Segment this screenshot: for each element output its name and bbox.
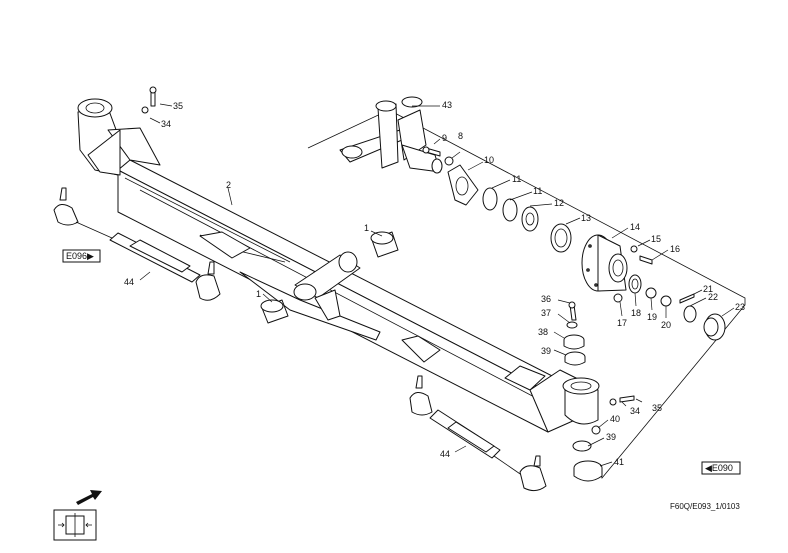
bolt-35-right	[619, 395, 635, 403]
seal-11b	[502, 198, 518, 222]
label-1-upper: 1	[364, 223, 369, 233]
thrust-bearing-39a	[564, 351, 586, 366]
washer-34-left	[141, 106, 149, 114]
label-11-lower: 11	[533, 186, 542, 196]
arrow-up-right-icon	[76, 490, 102, 505]
bearing-13	[550, 223, 572, 253]
tie-rod-upper	[53, 187, 221, 301]
label-12: 12	[554, 198, 564, 208]
thrust-bearing-39b	[572, 440, 592, 452]
washer-34-right	[609, 398, 617, 406]
cap-38	[563, 334, 585, 350]
cap-22	[683, 305, 697, 323]
label-22: 22	[708, 292, 718, 302]
bolt-9	[422, 146, 441, 157]
seal-11a	[482, 187, 498, 211]
drawing-caption: F60Q/E093_1/0103	[670, 502, 740, 511]
bolt-35-left	[149, 86, 157, 107]
washer-37	[566, 321, 578, 329]
washer-15	[630, 245, 638, 253]
washer-8	[444, 156, 454, 166]
label-2: 2	[226, 180, 231, 190]
label-35-right: 35	[652, 403, 662, 413]
label-43: 43	[442, 100, 452, 110]
axle-beam	[77, 98, 600, 433]
label-14: 14	[630, 222, 640, 232]
label-15: 15	[651, 234, 661, 244]
nut-17	[613, 293, 623, 303]
bushing-lower	[260, 299, 289, 324]
steering-knuckle	[339, 96, 443, 174]
label-13: 13	[581, 213, 591, 223]
label-34-left: 34	[161, 119, 171, 129]
label-40: 40	[610, 414, 620, 424]
label-23: 23	[735, 302, 745, 312]
part-labels: 1 1 2 8 9 10 11 11 12 13 14 15 16 17 18 …	[124, 100, 745, 467]
label-1-lower: 1	[256, 289, 261, 299]
label-21: 21	[703, 284, 713, 294]
bearing-18	[628, 274, 642, 294]
label-41: 41	[614, 457, 624, 467]
pin-21	[679, 293, 695, 304]
label-10: 10	[484, 155, 494, 165]
label-9: 9	[442, 133, 447, 143]
view-indicator-icon	[53, 509, 97, 541]
label-11-upper: 11	[512, 174, 521, 184]
tie-rod-lower	[409, 375, 547, 492]
bearing-12	[521, 206, 539, 232]
label-8: 8	[458, 131, 463, 141]
label-39-lower: 39	[606, 432, 616, 442]
bushing-41	[573, 460, 603, 482]
label-20: 20	[661, 320, 671, 330]
leader-lines	[139, 103, 735, 467]
label-35-left: 35	[173, 101, 183, 111]
label-38: 38	[538, 327, 548, 337]
label-17: 17	[617, 318, 627, 328]
label-39-upper: 39	[541, 346, 551, 356]
ref-e090-button[interactable]: ◀E090	[701, 461, 741, 475]
label-44-upper: 44	[124, 277, 134, 287]
label-18: 18	[631, 308, 641, 318]
dust-shield-10	[447, 164, 479, 206]
label-16: 16	[670, 244, 680, 254]
wheel-hub-14	[581, 234, 628, 292]
label-36: 36	[541, 294, 551, 304]
label-44-lower: 44	[440, 449, 450, 459]
washer-19	[645, 287, 657, 299]
ref-e096-button[interactable]: E096▶	[62, 249, 101, 263]
nut-20	[660, 295, 672, 307]
bushing-upper	[370, 231, 399, 258]
hub-cap-23	[703, 313, 726, 341]
label-19: 19	[647, 312, 657, 322]
svg-text:◀E090: ◀E090	[705, 463, 733, 473]
bolt-36	[568, 301, 577, 321]
bolt-16	[639, 255, 653, 265]
svg-text:E096▶: E096▶	[66, 251, 94, 261]
label-34-right: 34	[630, 406, 640, 416]
label-37: 37	[541, 308, 551, 318]
